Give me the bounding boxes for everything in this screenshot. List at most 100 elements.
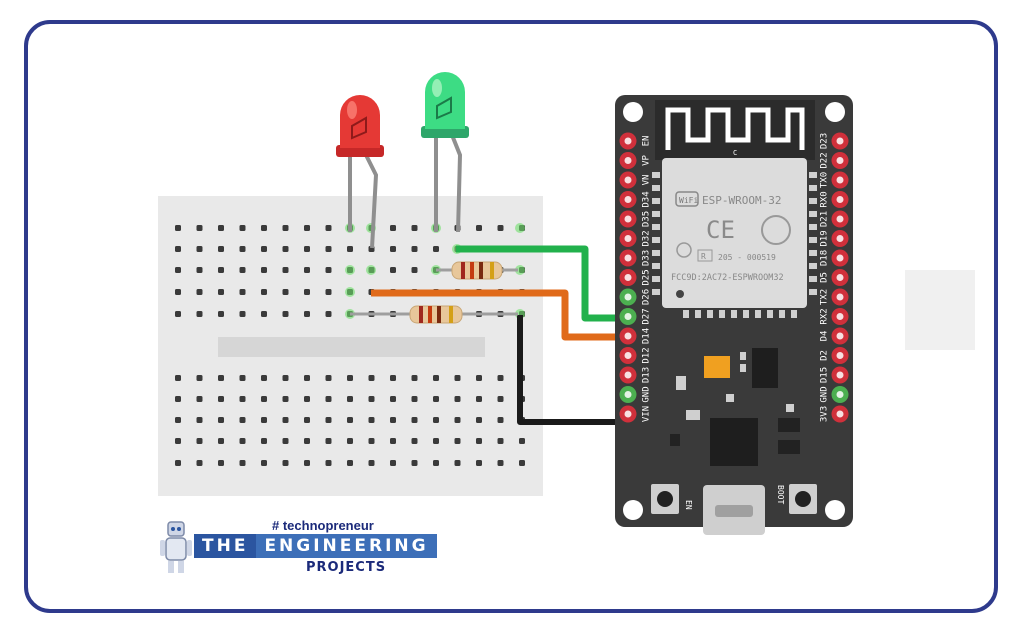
- breadboard-hole: [325, 246, 332, 252]
- pin-label: GND: [642, 386, 652, 402]
- breadboard-hole: [411, 246, 418, 252]
- breadboard-hole: [304, 438, 310, 444]
- pin-hole: [624, 254, 632, 262]
- breadboard-hole: [304, 311, 310, 317]
- breadboard-hole: [411, 267, 418, 273]
- breadboard-hole: [368, 438, 375, 444]
- cert-r: R: [701, 252, 706, 261]
- orange-wire: [371, 289, 630, 341]
- breadboard-hole: [218, 438, 224, 444]
- pin-label: D23: [820, 133, 830, 149]
- breadboard-hole: [497, 225, 504, 231]
- smd-component: [686, 410, 700, 420]
- breadboard-hole: [175, 246, 181, 252]
- breadboard-hole: [325, 289, 332, 295]
- breadboard-hole: [218, 225, 224, 231]
- fcc-id: FCC9D:2AC72-ESPWROOM32: [671, 273, 784, 283]
- pin-label: D18: [820, 250, 830, 266]
- breadboard-hole: [218, 311, 224, 317]
- pin-hole: [624, 137, 632, 145]
- connection-highlight: [366, 265, 376, 275]
- module-pin: [767, 310, 773, 318]
- breadboard-hole: [476, 375, 482, 381]
- pin-label: D35: [642, 211, 652, 227]
- module-pin: [652, 250, 660, 256]
- breadboard-hole: [175, 417, 181, 423]
- pin-label: VP: [642, 155, 652, 166]
- right-pin-header: D23D22TX0RX0D21D19D18D5TX2RX2D4D2D15GND3…: [820, 132, 849, 423]
- breadboard-hole: [239, 396, 246, 402]
- breadboard-hole: [390, 460, 396, 466]
- pin1-dot: [676, 290, 684, 298]
- capacitor: [704, 356, 730, 378]
- logo-the: THE: [194, 534, 257, 558]
- breadboard-hole: [218, 417, 224, 423]
- breadboard-hole: [497, 375, 504, 381]
- diode: [670, 434, 680, 446]
- breadboard-hole: [390, 396, 396, 402]
- connection-highlight: [345, 265, 355, 275]
- breadboard-hole: [261, 438, 267, 444]
- en-button-label: EN: [684, 500, 693, 510]
- breadboard-hole: [368, 460, 375, 466]
- logo-projects: PROJECTS: [306, 560, 387, 575]
- pin-hole: [836, 274, 844, 281]
- breadboard-hole: [411, 460, 418, 466]
- breadboard-hole: [175, 225, 181, 231]
- en-button-cap[interactable]: [657, 491, 673, 507]
- pin-hole: [624, 313, 632, 320]
- pin-hole: [624, 235, 632, 242]
- breadboard-hole: [282, 375, 289, 381]
- pin-hole: [624, 293, 632, 301]
- breadboard-hole: [411, 396, 418, 402]
- breadboard-hole: [325, 438, 332, 444]
- module-pin: [652, 289, 660, 295]
- breadboard-hole: [261, 225, 267, 231]
- boot-button-cap[interactable]: [795, 491, 811, 507]
- pin-label: EN: [642, 136, 652, 147]
- breadboard-hole: [433, 375, 439, 381]
- pin-label: D15: [820, 367, 830, 383]
- certification-icon: [761, 215, 791, 245]
- module-pin: [707, 310, 713, 318]
- pin-label: D33: [642, 250, 652, 266]
- breadboard-hole: [497, 460, 504, 466]
- boot-button-label: BOOT: [776, 485, 785, 504]
- breadboard-hole: [239, 267, 246, 273]
- breadboard-hole: [433, 246, 439, 252]
- breadboard-hole: [325, 311, 332, 317]
- breadboard-hole: [196, 289, 203, 295]
- breadboard-hole: [454, 438, 461, 444]
- breadboard-hole: [261, 267, 267, 273]
- breadboard-hole: [325, 267, 332, 273]
- module-pin: [809, 263, 817, 269]
- robot-logo-icon: [160, 521, 192, 573]
- breadboard-hole: [325, 225, 332, 231]
- pin-label: RX0: [820, 191, 830, 207]
- pin-hole: [624, 371, 632, 379]
- breadboard-hole: [218, 246, 224, 252]
- green-led: [421, 72, 469, 233]
- breadboard-hole: [261, 396, 267, 402]
- breadboard-hole: [282, 460, 289, 466]
- breadboard-hole: [411, 438, 418, 444]
- breadboard-hole: [304, 246, 310, 252]
- module-pin: [652, 263, 660, 269]
- breadboard-hole: [476, 225, 482, 231]
- breadboard-hole: [304, 417, 310, 423]
- module-pin: [809, 276, 817, 282]
- breadboard-hole: [347, 375, 353, 381]
- ce-mark: CE: [706, 216, 735, 244]
- pin-label: D34: [642, 191, 652, 207]
- pin-label: GND: [820, 386, 830, 402]
- breadboard-hole: [239, 417, 246, 423]
- breadboard-hole: [196, 460, 203, 466]
- breadboard-hole: [325, 396, 332, 402]
- breadboard-hole: [497, 438, 504, 444]
- pin-label: D12: [642, 347, 652, 363]
- module-pin: [695, 310, 701, 318]
- breadboard-hole: [497, 417, 504, 423]
- module-pin: [809, 198, 817, 204]
- module-pin: [809, 172, 817, 178]
- breadboard-hole: [390, 267, 396, 273]
